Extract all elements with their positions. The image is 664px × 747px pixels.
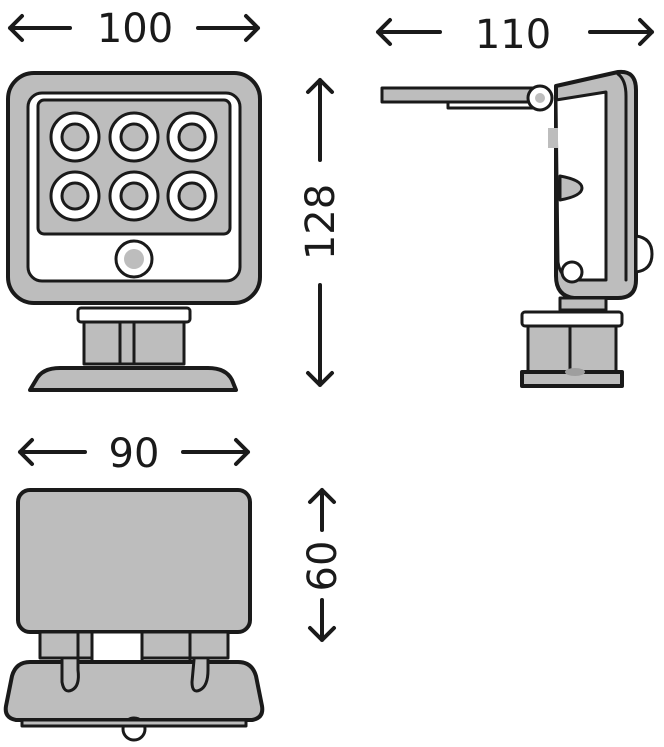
arrow-down-icon xyxy=(308,598,336,642)
arrow-right-icon xyxy=(588,18,654,46)
dim-label-side-depth: 110 xyxy=(475,12,551,58)
led xyxy=(49,170,101,222)
arrow-left-icon xyxy=(376,18,442,46)
arrow-right-icon xyxy=(196,14,260,42)
sensor-lens xyxy=(124,249,144,269)
arrow-left-icon xyxy=(8,14,72,42)
led xyxy=(49,111,101,163)
dim-top-width: 90 xyxy=(18,431,250,477)
dim-top-depth: 60 xyxy=(300,488,346,642)
front-mount xyxy=(28,306,238,392)
side-arm xyxy=(380,84,554,112)
side-view: 110 xyxy=(376,12,654,388)
dim-label-front-height: 128 xyxy=(298,184,344,260)
arrow-up-icon xyxy=(308,488,336,532)
arrow-down-icon xyxy=(306,283,334,387)
side-housing xyxy=(548,69,654,300)
led xyxy=(108,170,160,222)
arrow-up-icon xyxy=(306,78,334,162)
front-view: 100 128 xyxy=(6,6,344,392)
dim-label-front-width: 100 xyxy=(97,6,173,52)
dim-front-height: 128 xyxy=(298,78,344,387)
side-mount xyxy=(520,296,624,388)
arrow-left-icon xyxy=(18,438,87,466)
led xyxy=(166,111,218,163)
dim-label-top-width: 90 xyxy=(109,431,160,477)
dim-label-top-depth: 60 xyxy=(300,541,346,592)
dim-front-width: 100 xyxy=(8,6,260,52)
arrow-right-icon xyxy=(181,438,250,466)
dim-side-depth: 110 xyxy=(376,12,654,58)
led-array xyxy=(49,111,218,222)
led xyxy=(166,170,218,222)
top-mount xyxy=(3,630,265,742)
top-housing xyxy=(16,488,252,634)
led xyxy=(108,111,160,163)
top-view: 90 60 xyxy=(3,431,346,742)
